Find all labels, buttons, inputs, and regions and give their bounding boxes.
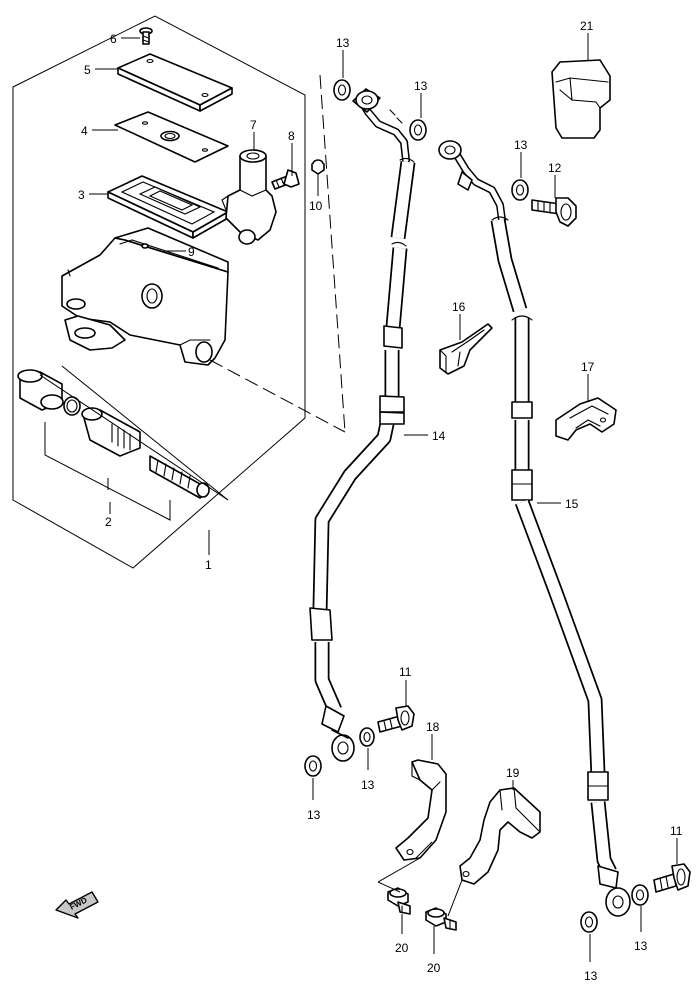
callout-13-b: 13	[414, 79, 428, 93]
callout-12: 12	[548, 161, 562, 175]
washer-13-g	[631, 884, 649, 906]
union-bolt-12	[531, 197, 577, 227]
seal-10	[311, 159, 325, 175]
callout-16: 16	[452, 300, 466, 314]
clamp-16	[439, 323, 493, 375]
callout-4: 4	[81, 124, 88, 138]
callout-13-c: 13	[514, 138, 528, 152]
callout-6: 6	[110, 32, 117, 46]
callout-18: 18	[426, 720, 440, 734]
bracket-19	[459, 787, 541, 885]
callout-10: 10	[309, 199, 323, 213]
clamp-17	[555, 397, 617, 441]
screw-6	[139, 27, 153, 45]
union-bolt-11-a	[377, 705, 415, 733]
callout-20-b: 20	[427, 961, 441, 975]
washer-13-c	[511, 179, 529, 201]
bolt-8	[271, 169, 300, 190]
callout-15: 15	[565, 497, 579, 511]
callout-7: 7	[250, 118, 257, 132]
forward-direction-arrow: FWD	[55, 891, 99, 919]
callout-14: 14	[432, 429, 446, 443]
leader-lines	[89, 33, 678, 962]
washer-13-e	[359, 727, 375, 747]
washer-13-d	[304, 755, 322, 777]
reservoir-cap-5	[117, 53, 233, 112]
callout-21: 21	[580, 19, 594, 33]
callout-13-g: 13	[584, 969, 598, 983]
callout-13-a: 13	[336, 36, 350, 50]
callout-20-a: 20	[395, 941, 409, 955]
plate-4	[114, 111, 229, 163]
bolt-20-b	[425, 907, 457, 931]
washer-13-a	[333, 79, 351, 101]
diaphragm-3	[107, 175, 229, 239]
bolt-20-a	[387, 887, 411, 915]
callout-3: 3	[78, 188, 85, 202]
callout-13-e: 13	[361, 778, 375, 792]
callout-1: 1	[205, 558, 212, 572]
bracket-18	[395, 759, 447, 861]
washer-13-f	[580, 911, 598, 933]
master-cylinder-body	[61, 227, 229, 366]
callout-9: 9	[188, 245, 195, 259]
callout-19: 19	[506, 766, 520, 780]
dashed-guide-top	[319, 74, 346, 433]
callout-11-b: 11	[670, 824, 683, 838]
piston-kit-2	[17, 369, 210, 499]
callout-11-a: 11	[399, 665, 412, 679]
assembly-outline	[12, 15, 306, 569]
callout-8: 8	[288, 129, 295, 143]
holder-7	[221, 149, 277, 245]
dashed-guide-body	[209, 359, 346, 433]
callout-13-d: 13	[307, 808, 321, 822]
union-bolt-11-b	[653, 863, 691, 893]
callout-17: 17	[581, 360, 595, 374]
callout-13-f: 13	[634, 939, 648, 953]
brake-hose-14	[309, 88, 416, 762]
callout-5: 5	[84, 63, 91, 77]
callout-2: 2	[105, 515, 112, 529]
cover-21	[551, 59, 611, 139]
callout-labels: 6 5 4 7 8 3 10 9 2 1 13 13 13 12 21 16 1…	[78, 19, 683, 983]
brake-hose-15	[438, 140, 631, 917]
washer-13-b	[409, 119, 427, 141]
